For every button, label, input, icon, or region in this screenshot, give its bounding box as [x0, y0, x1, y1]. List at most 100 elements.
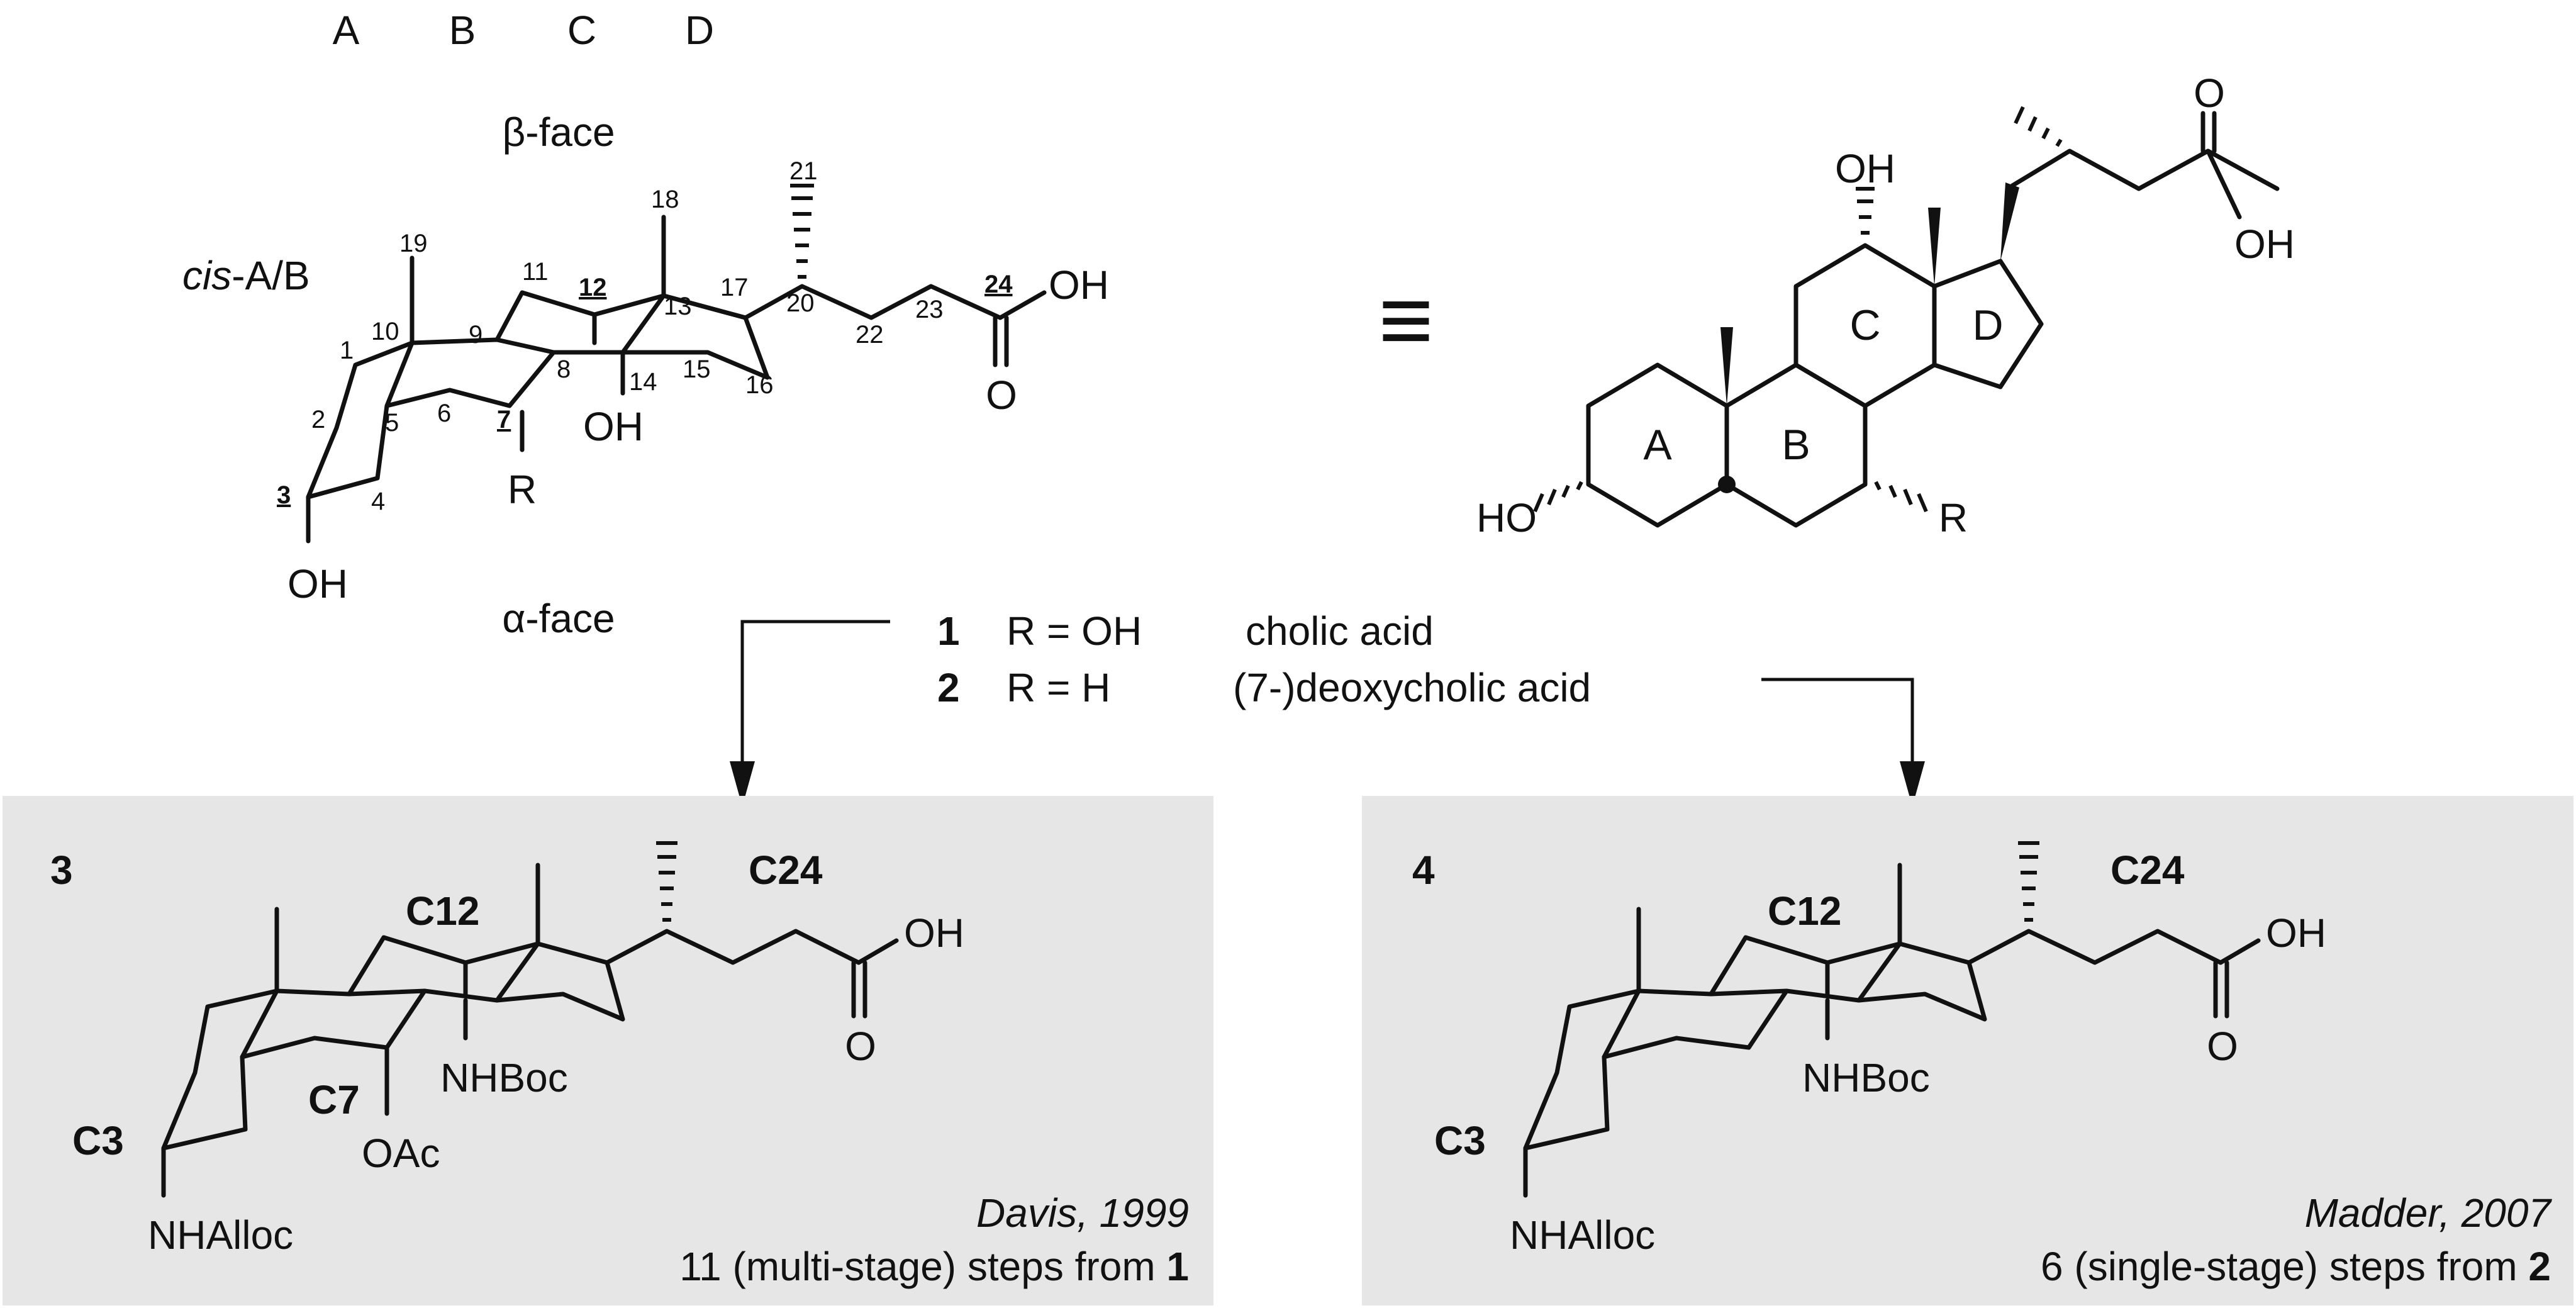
arrow-to-3 [740, 620, 890, 780]
num-20: 20 [786, 289, 815, 317]
atom-oh-c3: OH [287, 561, 348, 606]
panel-3-background [3, 796, 1213, 1305]
atom-r-c7: R [508, 467, 537, 512]
arrow-to-3-head [730, 761, 755, 807]
compound-2-name: (7-)deoxycholic acid [1233, 665, 1591, 710]
beta-face-label: β-face [502, 109, 615, 155]
p3-c7-label: C7 [308, 1077, 360, 1122]
p4-acid-oh [2218, 938, 2261, 965]
p4-c3-label: C3 [1434, 1118, 1486, 1163]
panel-4-number: 4 [1412, 847, 1435, 893]
flat-acid-c-oh [2205, 148, 2242, 220]
atom-numbering: 1 2 3 4 5 6 7 8 9 10 11 12 13 14 15 16 1… [277, 157, 1013, 515]
num-19: 19 [399, 230, 428, 257]
num-2: 2 [311, 406, 325, 433]
flat-ring-label-b: B [1781, 421, 1810, 469]
flat-oh-c12: OH [1835, 146, 1895, 191]
p4-c24-label: C24 [2110, 847, 2185, 893]
compound-1-number: 1 [937, 608, 960, 654]
p3-c3-label: C3 [72, 1118, 124, 1163]
p4-citation: Madder, 2007 [2305, 1190, 2553, 1236]
p3-o: O [845, 1024, 876, 1069]
p4-ring-b [1602, 988, 1789, 1059]
p4-oh: OH [2266, 910, 2326, 956]
p4-o: O [2207, 1024, 2238, 1069]
p3-oh: OH [904, 910, 964, 956]
p4-ring-c [1709, 935, 1902, 1003]
num-21: 21 [789, 157, 818, 185]
compound-definitions: 1 R = OH cholic acid 2 R = H (7-)deoxych… [937, 608, 1591, 710]
panel-4-background [1362, 796, 2573, 1305]
cis-rest: -A/B [231, 253, 309, 298]
num-24: 24 [984, 271, 1013, 298]
p3-c12-label: C12 [406, 888, 479, 934]
flat-ho-c3: HO [1476, 495, 1537, 540]
ring-letter-a: A [333, 8, 360, 53]
p4-steps-text: 6 (single-stage) steps from [2041, 1244, 2528, 1289]
arrow-to-4-head [1900, 761, 1925, 807]
flat-side-chain [2010, 148, 2280, 191]
num-12: 12 [579, 274, 607, 301]
panel-3-number: 3 [50, 847, 73, 893]
bond-c13-c17 [661, 293, 748, 320]
p3-ring-d [494, 941, 625, 1022]
p4-nhalloc: NHAlloc [1510, 1212, 1655, 1258]
cis-ab-label: cis-A/B [182, 253, 310, 298]
flat-c18-wedge [1928, 208, 1941, 286]
p3-citation: Davis, 1999 [976, 1190, 1189, 1236]
num-23: 23 [915, 296, 944, 323]
num-18: 18 [651, 186, 679, 213]
flat-ring-label-a: A [1643, 421, 1672, 469]
num-13: 13 [664, 293, 692, 320]
flat-ring-label-c: C [1849, 301, 1880, 349]
p4-steps: 6 (single-stage) steps from 2 [2041, 1244, 2551, 1289]
num-8: 8 [557, 355, 571, 383]
p3-acid-oh [856, 938, 899, 965]
arrows [730, 620, 1925, 807]
atom-o-acid: O [986, 372, 1017, 418]
equivalent-symbol: ≡ [1378, 267, 1434, 372]
flat-c12-hashed-oh [1856, 187, 1875, 235]
ring-c-bonds [494, 290, 666, 355]
num-17: 17 [720, 274, 749, 301]
num-9: 9 [469, 321, 482, 349]
p4-c12-label: C12 [1768, 888, 1841, 934]
num-7: 7 [497, 406, 511, 433]
ring-b-bonds [384, 337, 556, 408]
num-3: 3 [277, 481, 291, 509]
p4-steps-ref: 2 [2528, 1244, 2551, 1289]
p3-steps-ref: 1 [1166, 1244, 1189, 1289]
c21-hashed-bond [790, 184, 814, 279]
flat-c19-wedge [1720, 327, 1733, 406]
flat-c21-hashed [2014, 106, 2063, 147]
flat-oh-acid: OH [2234, 221, 2295, 267]
side-chain-bonds [743, 284, 1003, 320]
atom-oh-c12: OH [583, 404, 644, 449]
flat-ring-label-d: D [1972, 301, 2003, 349]
num-6: 6 [437, 400, 451, 427]
ring-letter-c: C [567, 8, 596, 53]
p4-nhboc: NHBoc [1802, 1055, 1930, 1100]
arrow-to-4 [1761, 678, 1914, 780]
num-14: 14 [629, 368, 657, 396]
p3-oac: OAc [362, 1131, 440, 1176]
flat-o-acid: O [2194, 70, 2225, 116]
num-5: 5 [385, 409, 399, 437]
ring-letter-b: B [449, 8, 476, 53]
compound-1-definition: R = OH [1006, 608, 1142, 654]
num-4: 4 [371, 488, 385, 515]
p3-steps-text: 11 (multi-stage) steps from [679, 1244, 1166, 1289]
flat-ring-d [1932, 259, 2044, 389]
flat-c3-hashed-ho [1533, 481, 1583, 513]
num-15: 15 [683, 355, 711, 383]
p3-c21-hashed [656, 841, 677, 922]
p4-c21-hashed [2018, 841, 2039, 922]
p4-side-chain [1966, 929, 2223, 965]
p3-c24-label: C24 [749, 847, 823, 893]
compound-2-number: 2 [937, 665, 960, 710]
panel-compound-3: 3 OH O C12 C24 C7 C3 NHBoc OAc NHAlloc [3, 796, 1213, 1305]
panel-compound-4: 4 OH O C12 C24 C3 NHBoc NHAlloc Madder, … [1362, 796, 2573, 1305]
p4-ring-d [1856, 941, 1987, 1022]
flat-c7-hashed-r [1874, 481, 1928, 513]
